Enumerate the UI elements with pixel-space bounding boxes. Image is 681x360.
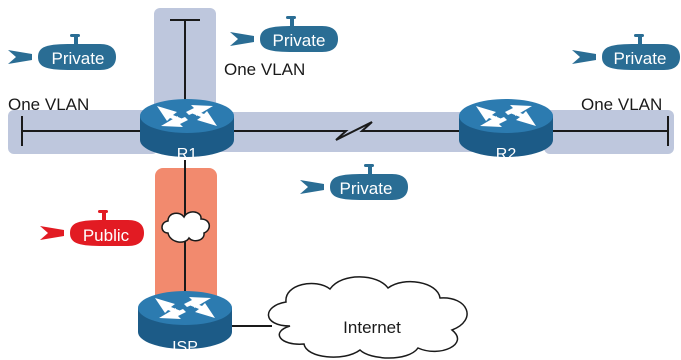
internet-cloud: Internet — [267, 276, 468, 359]
router-r1-label: R1 — [177, 146, 198, 163]
svg-text:Private: Private — [273, 31, 326, 50]
submarine-icon — [300, 164, 408, 200]
svg-text:Private: Private — [614, 49, 667, 68]
cloud-icon — [267, 276, 468, 359]
svg-text:Private: Private — [52, 49, 105, 68]
submarine-icon — [230, 16, 338, 52]
private-tag-right: Private — [572, 34, 680, 70]
r1-left-lan-line — [21, 116, 140, 146]
cloud-icon — [161, 211, 210, 243]
private-tag-top: Private — [230, 16, 338, 52]
r2-right-lan-line — [552, 116, 669, 146]
submarine-icon — [40, 210, 144, 246]
vlan-label-right: One VLAN — [581, 95, 662, 114]
svg-text:Private: Private — [340, 179, 393, 198]
public-tag-isp: Public — [40, 210, 144, 246]
vlan-label-left: One VLAN — [8, 95, 89, 114]
vlan-label-top: One VLAN — [224, 60, 305, 79]
r1-top-lan-line — [170, 19, 200, 110]
svg-text:Public: Public — [83, 226, 130, 245]
private-tag-wan: Private — [300, 164, 408, 200]
internet-label: Internet — [343, 318, 401, 337]
serial-link-icon — [230, 121, 460, 141]
submarine-icon — [8, 34, 116, 70]
submarine-icon — [572, 34, 680, 70]
router-r2-label: R2 — [496, 146, 517, 163]
router-isp: ISP — [138, 291, 232, 356]
private-tag-left: Private — [8, 34, 116, 70]
router-r2: R2 — [459, 99, 553, 163]
router-r1: R1 — [140, 99, 234, 163]
router-isp-label: ISP — [172, 339, 198, 356]
